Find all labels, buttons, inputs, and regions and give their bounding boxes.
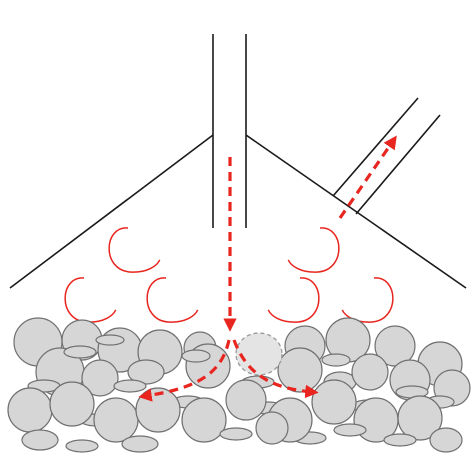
angled-outlet-pipe	[332, 97, 441, 215]
eddy-curl	[146, 277, 199, 323]
round-particle	[49, 381, 95, 427]
vertical-inlet-pipe	[212, 34, 247, 228]
round-particle	[255, 411, 289, 445]
round-particle	[225, 379, 267, 421]
round-particle	[7, 387, 53, 433]
eddy-curl	[287, 227, 340, 273]
left-spread-arrow	[138, 339, 231, 402]
round-particle	[81, 359, 119, 397]
eddy-curl	[267, 277, 320, 323]
round-particle	[351, 353, 389, 391]
flat-particle	[95, 334, 125, 346]
flat-particle	[63, 345, 97, 359]
flat-particle	[181, 349, 211, 363]
round-particle	[311, 379, 357, 425]
eddy-curl	[108, 227, 161, 273]
flat-particle	[219, 427, 253, 441]
flat-particle	[65, 439, 99, 453]
eddy-curl	[64, 277, 117, 323]
round-particle	[181, 397, 227, 443]
flat-particle	[113, 379, 147, 393]
hood-left-wall	[9, 134, 214, 289]
conical-hood	[9, 134, 467, 289]
granular-particle-bed	[7, 317, 471, 453]
round-particle	[397, 395, 443, 441]
round-particle	[429, 427, 463, 453]
flat-particle	[121, 435, 159, 453]
flat-particle	[321, 353, 351, 367]
round-particle	[277, 347, 323, 393]
flow-arrows	[138, 135, 397, 402]
eddy-curl	[341, 277, 394, 323]
round-particle	[93, 397, 139, 443]
round-particle	[127, 359, 165, 385]
flat-particle	[383, 433, 417, 447]
flat-particle	[21, 429, 59, 451]
flat-particle	[333, 423, 367, 437]
outlet-pipe-lower-wall	[355, 114, 441, 215]
right-spread-arrow	[232, 339, 319, 399]
outlet-pipe-upper-wall	[332, 97, 419, 197]
displaced-particle	[235, 332, 283, 376]
outlet-flow-arrow	[338, 135, 397, 219]
hood-right-wall	[245, 134, 467, 289]
